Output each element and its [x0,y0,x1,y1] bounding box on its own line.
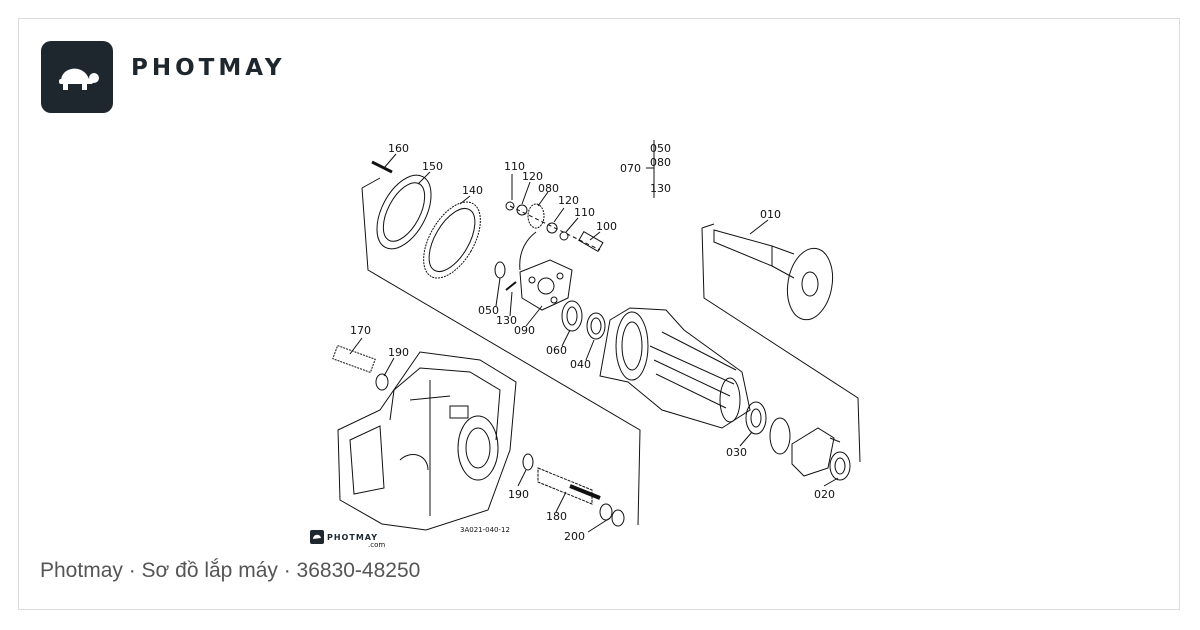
label-180: 180 [546,510,567,523]
turtle-icon [313,534,321,539]
label-070: 070 [620,162,641,175]
label-020: 020 [814,488,835,501]
watermark-text: PHOTMAY [327,533,378,542]
label-050: 050 [478,304,499,317]
label-200: 200 [564,530,585,543]
watermark-logo: PHOTMAY .com [310,530,385,549]
brand-logo [41,41,113,113]
label-080-group: 080 [650,156,671,169]
label-130: 130 [496,314,517,327]
label-120a: 120 [522,170,543,183]
label-010: 010 [760,208,781,221]
label-060: 060 [546,344,567,357]
label-090: 090 [514,324,535,337]
label-150: 150 [422,160,443,173]
label-140: 140 [462,184,483,197]
turtle-icon [59,68,99,90]
label-110a: 110 [504,160,525,173]
label-050-group: 050 [650,142,671,155]
label-120b: 120 [558,194,579,207]
drawing-code: 3A021-040-12 [460,526,510,534]
label-170: 170 [350,324,371,337]
label-080: 080 [538,182,559,195]
label-110b: 110 [574,206,595,219]
label-100: 100 [596,220,617,233]
label-190b: 190 [508,488,529,501]
label-160: 160 [388,142,409,155]
label-130-group: 130 [650,182,671,195]
label-030: 030 [726,446,747,459]
brand-name: PHOTMAY [131,55,286,81]
watermark-sub: .com [368,541,385,549]
label-190a: 190 [388,346,409,359]
caption: Photmay · Sơ đồ lắp máy · 36830-48250 [40,559,421,582]
parts-diagram: 160 150 140 110 120 080 120 110 100 050 … [310,140,861,549]
label-040: 040 [570,358,591,371]
